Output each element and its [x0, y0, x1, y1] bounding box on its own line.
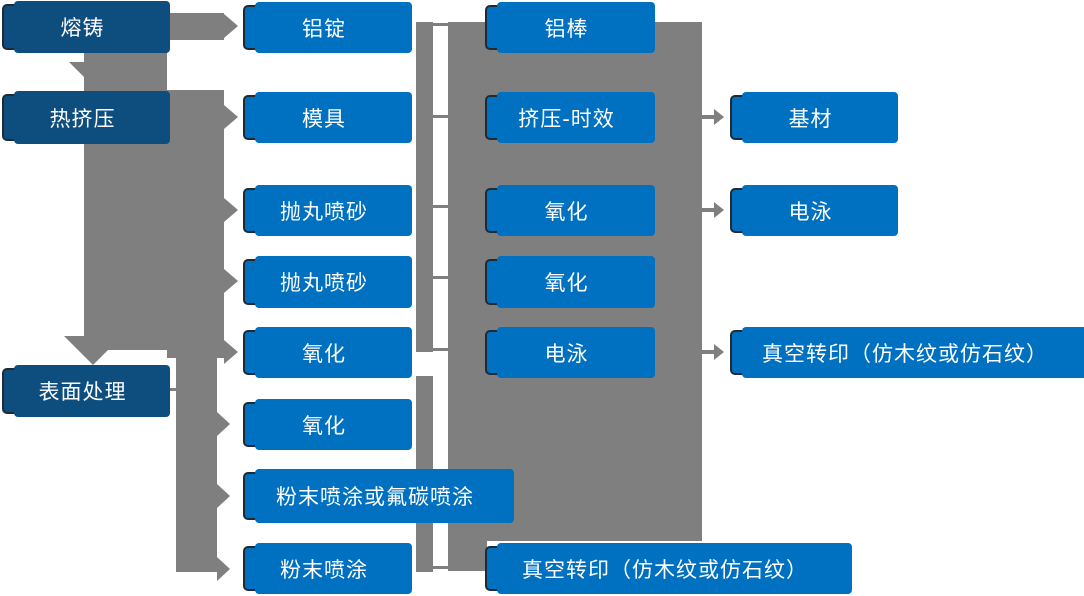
tick-row5 — [433, 348, 449, 351]
node-vacuum-transfer-print-1: 真空转印（仿木纹或仿石纹） — [485, 543, 852, 594]
node-surface-treatment: 表面处理 — [2, 365, 170, 417]
arrow-down-to-surface-treatment-icon — [64, 336, 122, 365]
node-electrophoresis-2: 电泳 — [730, 185, 898, 236]
node-electrophoresis-1: 电泳 — [485, 327, 655, 378]
node-oxidation-2: 氧化 — [243, 399, 412, 450]
node-base-material: 基材 — [730, 92, 898, 143]
node-oxidation-4: 氧化 — [485, 256, 655, 308]
arrow-to-vacuum-transfer-icon — [714, 344, 724, 360]
arrow-to-powder-coating-icon — [217, 557, 230, 581]
shaft-to-electrophoresis — [702, 208, 715, 212]
shaft-to-base-material — [702, 115, 715, 119]
flow-shaft-row1 — [167, 13, 224, 40]
arrow-to-powder-fluorocarbon-icon — [217, 484, 230, 508]
arrow-to-mold-icon — [224, 105, 238, 129]
flow-bar-upper — [416, 22, 433, 352]
node-powder-coating: 粉末喷涂 — [243, 543, 412, 594]
tick-row2 — [433, 115, 449, 118]
shaft-to-vacuum-transfer — [702, 350, 715, 354]
arrow-to-electrophoresis-icon — [714, 202, 724, 218]
tick-row8 — [433, 566, 449, 569]
node-mold: 模具 — [243, 92, 412, 143]
arrow-to-oxidation-1-icon — [224, 340, 238, 364]
node-oxidation-1: 氧化 — [243, 327, 412, 378]
arrow-down-to-hot-extrusion-icon — [69, 62, 127, 91]
arrow-to-shot-blasting-1-icon — [224, 198, 238, 222]
tick-row3 — [433, 205, 449, 208]
node-melting-casting: 熔铸 — [2, 1, 170, 53]
flow-panel-stub — [448, 535, 487, 571]
arrow-to-shot-blasting-2-icon — [224, 269, 238, 293]
node-shot-blasting-2: 抛丸喷砂 — [243, 256, 412, 308]
tick-row1 — [433, 23, 449, 26]
node-oxidation-3: 氧化 — [485, 185, 655, 236]
node-extrusion-aging: 挤压-时效 — [485, 92, 655, 143]
node-shot-blasting-1: 抛丸喷砂 — [243, 185, 412, 236]
arrow-to-oxidation-2-icon — [217, 412, 230, 436]
node-aluminum-ingot: 铝锭 — [243, 2, 412, 53]
node-vacuum-transfer-print-2: 真空转印（仿木纹或仿石纹） — [730, 327, 1084, 378]
flow-band-mid — [167, 90, 224, 358]
flow-band-lower — [176, 352, 217, 572]
tick-row4 — [433, 276, 449, 279]
arrow-to-base-material-icon — [714, 109, 724, 125]
node-aluminum-rod: 铝棒 — [485, 2, 655, 53]
node-hot-extrusion: 热挤压 — [2, 91, 170, 144]
node-powder-or-fluorocarbon-coating: 粉末喷涂或氟碳喷涂 — [243, 469, 514, 523]
arrow-to-aluminum-ingot-icon — [224, 14, 238, 38]
